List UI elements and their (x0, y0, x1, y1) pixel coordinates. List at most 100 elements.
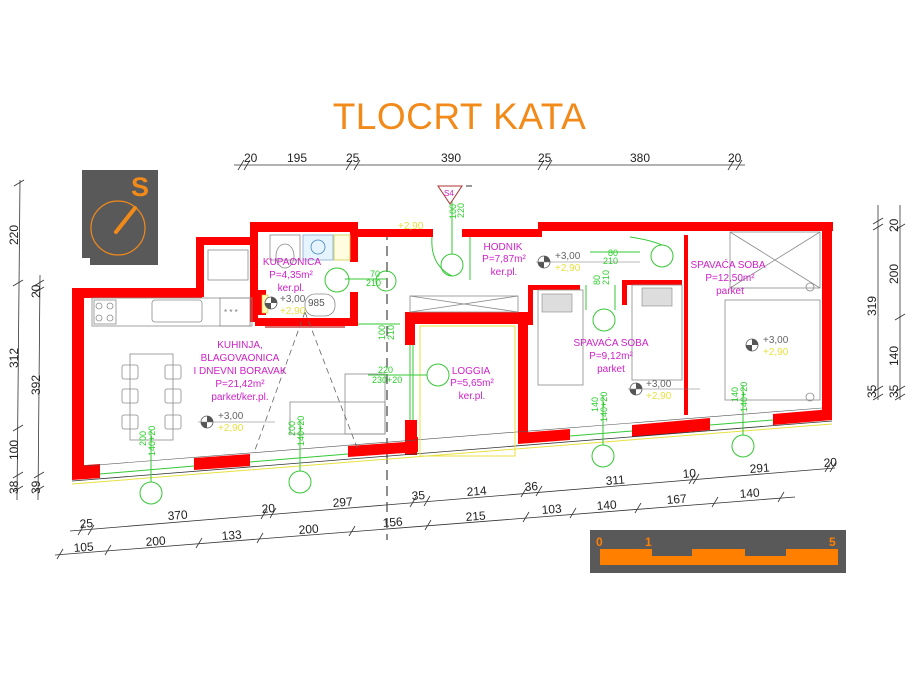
svg-text:70: 70 (370, 269, 380, 279)
elevation-bath: +3,00 +2,90 (264, 294, 306, 317)
svg-text:220: 220 (7, 225, 21, 245)
svg-text:220: 220 (378, 365, 393, 375)
dimension-top: 20 195 25 390 25 380 20 (234, 151, 745, 171)
doors-windows: 100 220 70 210 100 210 220 230+20 80 210… (99, 200, 774, 505)
svg-text:35: 35 (887, 384, 901, 398)
door-bed-large (650, 244, 674, 268)
svg-text:+2,90: +2,90 (218, 423, 244, 434)
sink-icon (151, 299, 203, 323)
room-bathroom: KUPAONICA P=4,35m² ker.pl. (263, 257, 321, 294)
svg-text:+2,90: +2,90 (763, 347, 789, 358)
svg-text:100: 100 (7, 440, 21, 460)
north-arrow-icon (114, 206, 137, 234)
room-kitchen-living: KUHINJA, BLAGOVAONICA I DNEVNI BORAVAK P… (194, 340, 287, 403)
svg-text:ker.pl.: ker.pl. (459, 391, 486, 402)
svg-text:5: 5 (829, 535, 836, 549)
section-mark: S4 (437, 185, 472, 205)
svg-text:parket: parket (597, 364, 625, 375)
svg-text:+2,90: +2,90 (280, 306, 306, 317)
svg-text:103: 103 (541, 501, 562, 517)
svg-text:380: 380 (630, 151, 650, 165)
room-labels: KUPAONICA P=4,35m² ker.pl. HODNIK P=7,87… (194, 242, 766, 403)
svg-text:+3,00: +3,00 (763, 335, 789, 346)
svg-text:20: 20 (887, 218, 901, 232)
svg-text:200: 200 (287, 421, 297, 436)
wardrobe (729, 231, 821, 289)
svg-text:LOGGIA: LOGGIA (452, 366, 491, 377)
window-bed-small (591, 444, 615, 468)
svg-text:20: 20 (244, 151, 258, 165)
hob-icon (219, 297, 251, 327)
door-bath (324, 267, 350, 293)
svg-text:20: 20 (823, 455, 838, 470)
room-hallway: HODNIK P=7,87m² ker.pl. (482, 242, 526, 278)
svg-text:167: 167 (666, 491, 687, 507)
svg-text:105: 105 (73, 539, 94, 555)
room-loggia: LOGGIA P=5,65m² ker.pl. (450, 366, 494, 402)
svg-text:+3,00: +3,00 (555, 251, 581, 262)
svg-text:SPAVAĆA SOBA: SPAVAĆA SOBA (573, 336, 648, 349)
svg-text:100: 100 (377, 325, 387, 340)
svg-text:200: 200 (145, 533, 166, 549)
shower-tray (304, 293, 336, 317)
svg-text:140: 140 (590, 397, 600, 412)
compass: S (82, 170, 158, 265)
scale-bar: 0 1 5 (590, 530, 846, 573)
svg-text:214: 214 (466, 483, 487, 499)
room-bedroom-small: SPAVAĆA SOBA P=9,12m² parket (573, 336, 648, 375)
svg-text:parket: parket (716, 286, 744, 297)
svg-text:230+20: 230+20 (372, 375, 402, 385)
svg-text:311: 311 (605, 473, 625, 488)
svg-text:ker.pl.: ker.pl. (278, 283, 305, 294)
svg-text:BLAGOVAONICA: BLAGOVAONICA (201, 353, 280, 364)
compass-background (82, 170, 158, 265)
bed-small-2 (631, 284, 683, 381)
svg-text:80: 80 (592, 275, 602, 285)
svg-text:38: 38 (7, 480, 21, 494)
window-kitchen (139, 481, 163, 505)
elevation-markers: +3,00 +2,90 +3,00 +2,90 +3,00 +2,90 +3,0… (198, 221, 789, 434)
svg-text:HODNIK: HODNIK (484, 242, 523, 253)
door-bed-small (592, 308, 616, 332)
svg-text:390: 390 (441, 151, 461, 165)
washing-machine-icon (302, 234, 334, 261)
svg-text:20: 20 (29, 284, 43, 298)
svg-text:220: 220 (456, 203, 466, 218)
svg-text:S4: S4 (444, 189, 454, 198)
door-entry (440, 253, 464, 277)
svg-text:39: 39 (29, 480, 43, 494)
svg-text:25: 25 (346, 151, 360, 165)
svg-text:20: 20 (261, 501, 276, 516)
svg-text:200: 200 (887, 264, 901, 284)
dimension-bottom: 25 370 20 297 35 214 36 311 10 291 20 10… (54, 455, 838, 560)
svg-text:291: 291 (749, 460, 770, 476)
svg-text:80: 80 (608, 248, 618, 258)
compass-circle (90, 200, 146, 256)
svg-text:133: 133 (221, 527, 242, 543)
svg-text:* * *: * * * (224, 308, 238, 317)
svg-text:25: 25 (538, 151, 552, 165)
dryer-icon (333, 234, 351, 261)
svg-text:140: 140 (887, 346, 901, 366)
svg-text:100: 100 (448, 204, 458, 219)
svg-text:140+20: 140+20 (147, 426, 157, 456)
svg-text:140+20: 140+20 (739, 382, 749, 412)
svg-text:210: 210 (366, 278, 381, 288)
svg-text:P=4,35m²: P=4,35m² (269, 270, 313, 281)
svg-text:P=9,12m²: P=9,12m² (589, 351, 633, 362)
elevation-bed-large: +3,00 +2,90 (745, 335, 789, 358)
svg-text:319: 319 (865, 296, 879, 316)
plan-title: TLOCRT KATA (332, 96, 587, 137)
window-living (288, 470, 312, 494)
svg-text:P=7,87m²: P=7,87m² (482, 254, 526, 265)
svg-text:210: 210 (601, 270, 611, 285)
bed-large (724, 299, 821, 401)
svg-text:KUHINJA,: KUHINJA, (217, 340, 263, 351)
svg-text:156: 156 (382, 514, 403, 530)
dimension-left: 220 312 100 38 20 392 39 (7, 179, 45, 501)
svg-text:215: 215 (465, 508, 486, 524)
svg-text:195: 195 (287, 151, 307, 165)
stove-icon (93, 299, 117, 325)
elevation-hall: +3,00 +2,90 (536, 251, 640, 274)
